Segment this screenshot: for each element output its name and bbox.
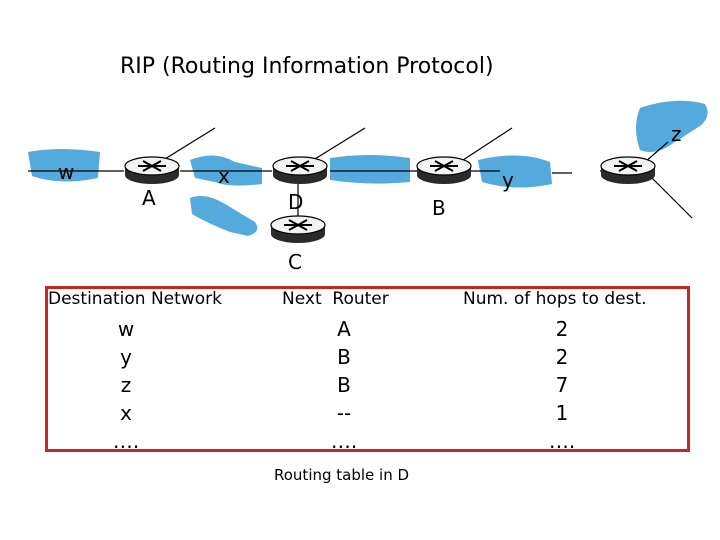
hops-cell: 1 (555, 401, 569, 425)
link-b-up (459, 127, 513, 163)
table-caption: Routing table in D (274, 466, 410, 484)
router-c (270, 215, 326, 243)
link-right-up (644, 141, 669, 163)
hops-cell: …. (548, 429, 576, 453)
dest-cell: z (120, 373, 132, 397)
node-label-b: B (432, 196, 446, 220)
header-hops: Num. of hops to dest. (463, 289, 647, 309)
node-label-z: z (671, 122, 682, 146)
node-label-w: w (58, 160, 75, 184)
dest-cell: x (120, 401, 132, 425)
network-blob-a-branch (190, 196, 258, 236)
next-router-cell: -- (336, 401, 352, 425)
dest-cell: …. (112, 429, 140, 453)
page-title: RIP (Routing Information Protocol) (120, 54, 494, 79)
node-label-x: x (218, 164, 230, 188)
hops-cell: 2 (555, 317, 569, 341)
node-label-y: y (502, 168, 514, 192)
dest-cell: w (117, 317, 135, 341)
next-router-cell: …. (330, 429, 358, 453)
network-blob-y (478, 155, 552, 188)
routing-table (45, 286, 690, 452)
network-blob-w (28, 149, 100, 182)
router-d (272, 156, 328, 184)
link-d-up (309, 127, 366, 163)
node-label-d: D (288, 190, 304, 214)
header-next-router: Next Router (282, 289, 389, 309)
hops-cell: 7 (555, 373, 569, 397)
next-router-cell: A (337, 317, 351, 341)
node-label-c: C (288, 250, 302, 274)
router-b (416, 156, 472, 184)
dest-cell: y (120, 345, 132, 369)
header-destination: Destination Network (48, 289, 222, 309)
router-a (124, 156, 180, 184)
hops-cell: 2 (555, 345, 569, 369)
next-router-cell: B (337, 373, 351, 397)
router-right (600, 156, 656, 184)
network-blob-d-b (330, 155, 410, 184)
link-a-up (159, 127, 216, 163)
next-router-cell: B (337, 345, 351, 369)
link-right-down (651, 177, 693, 219)
node-label-a: A (142, 186, 156, 210)
network-blob-z (636, 100, 708, 152)
